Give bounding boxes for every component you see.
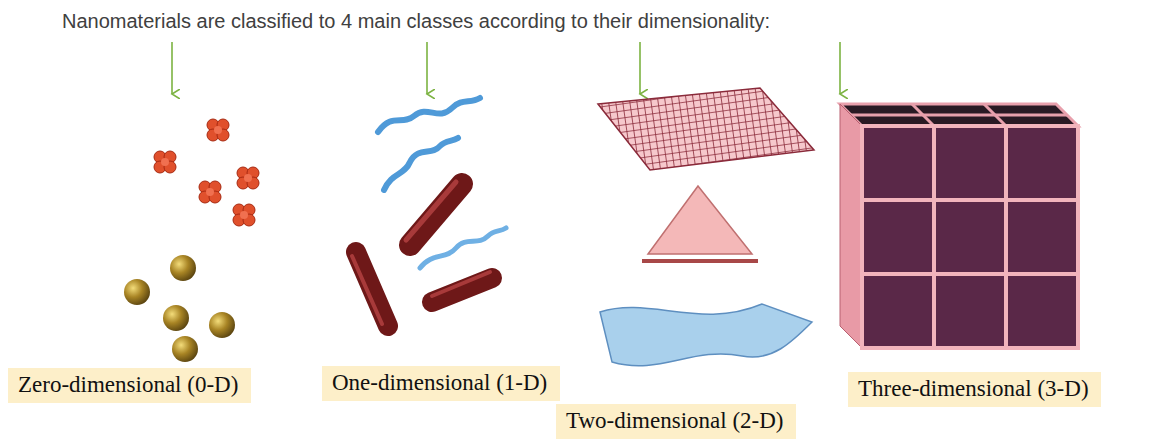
one-d-rods-wires xyxy=(352,98,506,326)
label-box: Three-dimensional (3-D) xyxy=(848,372,1101,407)
pointer-arrows xyxy=(172,42,840,94)
two-d-sheets xyxy=(598,88,814,366)
class-label: Zero-dimensional (0-D) xyxy=(18,371,241,399)
label-box: Zero-dimensional (0-D) xyxy=(8,368,251,403)
label-box: Two-dimensional (2-D) xyxy=(556,404,796,439)
three-d-cube xyxy=(840,104,1078,348)
class-label: One-dimensional (1-D) xyxy=(332,369,550,397)
class-label: Two-dimensional (2-D) xyxy=(566,407,786,435)
label-box: One-dimensional (1-D) xyxy=(322,366,560,401)
zero-d-particles xyxy=(124,119,259,362)
class-label: Three-dimensional (3-D) xyxy=(858,375,1091,403)
title: Nanomaterials are classified to 4 main c… xyxy=(62,10,770,33)
